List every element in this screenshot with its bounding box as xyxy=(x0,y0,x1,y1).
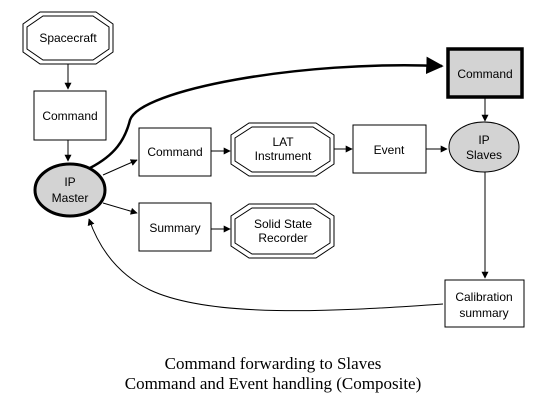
caption: Command forwarding to Slaves Command and… xyxy=(125,354,422,393)
edge-ip-master-to-summary xyxy=(102,202,138,215)
node-command-mid: Command xyxy=(138,127,212,177)
node-spacecraft: Spacecraft xyxy=(22,11,114,65)
node-summary: Summary xyxy=(138,202,212,252)
node-event: Event xyxy=(352,124,427,174)
ip-master-label-line2: Master xyxy=(52,191,89,205)
caption-line-1: Command forwarding to Slaves xyxy=(165,354,382,373)
node-solid-state-recorder: Solid State Recorder xyxy=(230,203,335,259)
node-command-top-right: Command xyxy=(446,47,524,99)
command-left-label: Command xyxy=(42,109,97,123)
command-mid-label: Command xyxy=(147,145,202,159)
command-top-right-label: Command xyxy=(457,67,512,81)
node-ip-master: IP Master xyxy=(33,162,107,218)
node-lat-instrument: LAT Instrument xyxy=(230,122,335,177)
summary-label: Summary xyxy=(149,221,200,235)
ip-slaves-label-line2: Slaves xyxy=(466,148,502,162)
edges xyxy=(64,56,489,312)
calibration-summary-label-line2: summary xyxy=(459,306,508,320)
ip-slaves-label-line1: IP xyxy=(478,133,489,147)
calibration-summary-label-line1: Calibration xyxy=(455,290,512,304)
event-label: Event xyxy=(374,143,405,157)
ip-master-label-line1: IP xyxy=(64,175,75,189)
edge-calibration-summary-to-ip-master xyxy=(87,218,444,312)
solid-state-recorder-label-line1: Solid State xyxy=(254,217,312,231)
edge-ip-master-to-command xyxy=(102,159,138,176)
edge-ip-master-to-command-top-right xyxy=(89,56,444,170)
lat-instrument-label-line1: LAT xyxy=(272,135,294,149)
spacecraft-label: Spacecraft xyxy=(39,31,97,45)
node-ip-slaves: IP Slaves xyxy=(448,121,520,173)
node-calibration-summary: Calibration summary xyxy=(444,279,525,328)
solid-state-recorder-label-line2: Recorder xyxy=(258,231,307,245)
node-command-left: Command xyxy=(33,90,107,141)
caption-line-2: Command and Event handling (Composite) xyxy=(125,374,422,393)
lat-instrument-label-line2: Instrument xyxy=(255,149,312,163)
